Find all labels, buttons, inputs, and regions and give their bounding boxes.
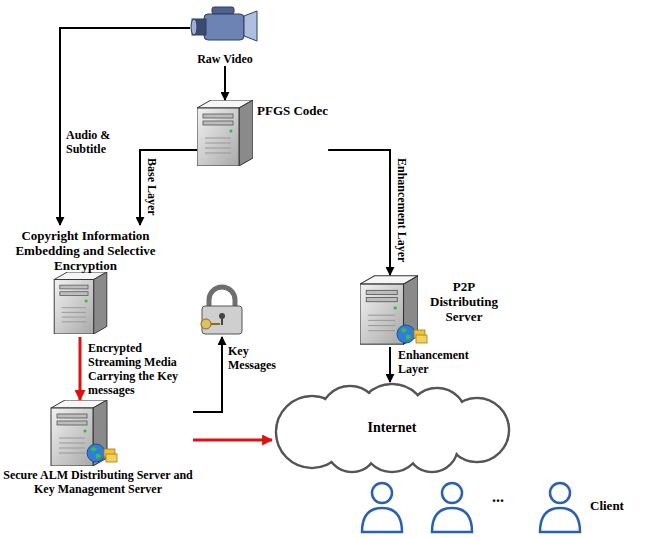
connector-arrow	[140, 150, 197, 225]
edge-label: Key Messages	[228, 344, 288, 372]
edge-label: Encrypted Streaming Media Carrying the K…	[88, 341, 196, 397]
internet-cloud	[276, 384, 509, 472]
connector-arrow	[60, 28, 190, 225]
encryption-node: Copyright Information Embedding and Sele…	[3, 225, 253, 337]
padlock	[201, 287, 242, 334]
codec-node: PFGS Codec	[197, 100, 328, 166]
encryption-server	[54, 272, 107, 334]
node-label: Client	[590, 499, 624, 513]
codec-server	[197, 100, 253, 166]
client-icon	[540, 483, 580, 532]
node-label: Copyright Information Embedding and Sele…	[3, 228, 168, 273]
ellipsis-label: ...	[492, 490, 504, 504]
client-icon	[362, 483, 402, 532]
connector-arrow	[389, 347, 391, 382]
p2p-node: P2P Distributing Server	[360, 275, 504, 347]
edge-label: Enhancement Layer	[398, 348, 482, 376]
node-label: Internet	[368, 421, 417, 435]
node-label: Secure ALM Distributing Server and Key M…	[3, 468, 193, 496]
cloud-node: Internet	[272, 382, 512, 474]
client-icon	[432, 483, 472, 532]
connector-arrow	[193, 439, 272, 442]
video-camera	[191, 7, 257, 41]
network-icon	[397, 325, 427, 343]
node-label: P2P Distributing Server	[424, 279, 504, 347]
connector-arrow	[193, 337, 222, 412]
node-label: PFGS Codec	[257, 104, 328, 166]
connector-arrow	[224, 66, 226, 100]
node-label: Raw Video	[197, 52, 253, 66]
network-icon	[87, 444, 117, 462]
connector-arrow	[79, 337, 82, 400]
client-node: Client	[355, 478, 624, 534]
edge-label: Base Layer	[145, 158, 159, 216]
alm-node: Secure ALM Distributing Server and Key M…	[3, 400, 193, 496]
camera-node: Raw Video	[190, 2, 260, 66]
edge-label: Enhancement Layer	[395, 158, 409, 262]
edge-label: Audio & Subtitle	[66, 128, 124, 156]
connector-arrow	[328, 150, 390, 275]
